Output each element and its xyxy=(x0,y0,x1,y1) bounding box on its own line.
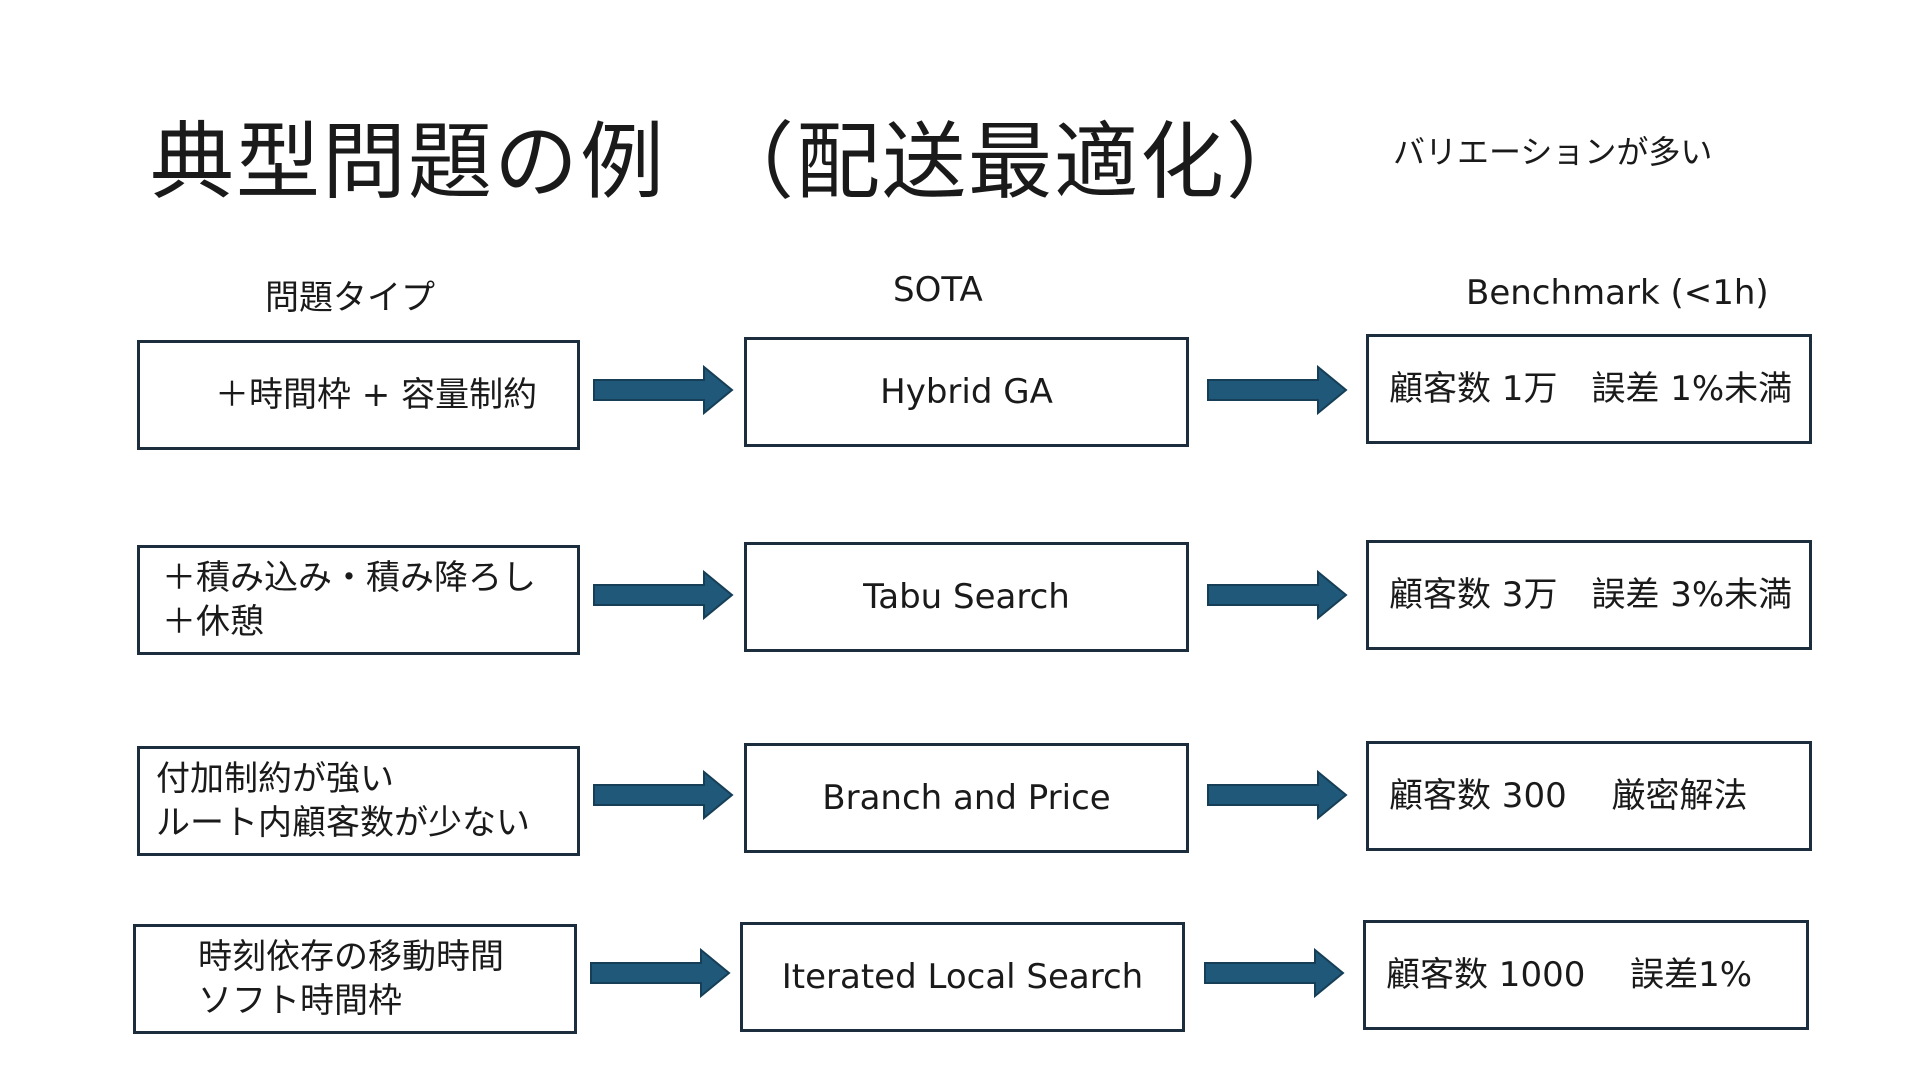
problem-type-line: ＋積み込み・積み降ろし xyxy=(162,558,536,598)
arrow-right-icon xyxy=(590,948,731,998)
problem-type-box: ＋積み込み・積み降ろし ＋休憩 xyxy=(137,545,580,655)
benchmark-box: 顧客数 1万 誤差 1%未満 xyxy=(1366,334,1812,444)
benchmark-box: 顧客数 3万 誤差 3%未満 xyxy=(1366,540,1812,650)
sota-box: Hybrid GA xyxy=(744,337,1189,447)
header-benchmark: Benchmark (<1h) xyxy=(1466,273,1769,313)
benchmark-label: 顧客数 1000 誤差1% xyxy=(1386,955,1753,995)
problem-type-line: 時刻依存の移動時間 xyxy=(198,937,504,977)
arrow-right-icon xyxy=(593,570,734,620)
problem-type-line: 付加制約が強い xyxy=(156,759,394,799)
arrow-right-icon xyxy=(593,365,734,415)
sota-label: Tabu Search xyxy=(863,577,1070,617)
problem-type-box: 付加制約が強い ルート内顧客数が少ない xyxy=(137,746,580,856)
arrow-right-icon xyxy=(1207,365,1348,415)
sota-label: Hybrid GA xyxy=(880,372,1053,412)
sota-box: Tabu Search xyxy=(744,542,1189,652)
sota-box: Iterated Local Search xyxy=(740,922,1185,1032)
arrow-right-icon xyxy=(1204,948,1345,998)
benchmark-label: 顧客数 300 厳密解法 xyxy=(1389,776,1748,816)
problem-type-line: ソフト時間枠 xyxy=(198,981,402,1021)
benchmark-box: 顧客数 1000 誤差1% xyxy=(1363,920,1809,1030)
slide-subtitle: バリエーションが多い xyxy=(1393,133,1713,171)
sota-box: Branch and Price xyxy=(744,743,1189,853)
sota-label: Branch and Price xyxy=(822,778,1111,818)
problem-type-box: 時刻依存の移動時間 ソフト時間枠 xyxy=(133,924,577,1034)
sota-label: Iterated Local Search xyxy=(781,957,1144,997)
problem-type-line: ＋時間枠 + 容量制約 xyxy=(215,375,538,415)
problem-type-box: ＋時間枠 + 容量制約 xyxy=(137,340,580,450)
problem-type-line: ＋休憩 xyxy=(162,602,264,642)
benchmark-label: 顧客数 1万 誤差 1%未満 xyxy=(1389,369,1793,409)
problem-type-line: ルート内顧客数が少ない xyxy=(156,803,530,843)
arrow-right-icon xyxy=(1207,770,1348,820)
benchmark-box: 顧客数 300 厳密解法 xyxy=(1366,741,1812,851)
arrow-right-icon xyxy=(1207,570,1348,620)
header-problem-type: 問題タイプ xyxy=(265,278,435,318)
benchmark-label: 顧客数 3万 誤差 3%未満 xyxy=(1389,575,1793,615)
slide-title: 典型問題の例 （配送最適化） xyxy=(150,113,1313,211)
header-sota: SOTA xyxy=(893,270,983,310)
arrow-right-icon xyxy=(593,770,734,820)
